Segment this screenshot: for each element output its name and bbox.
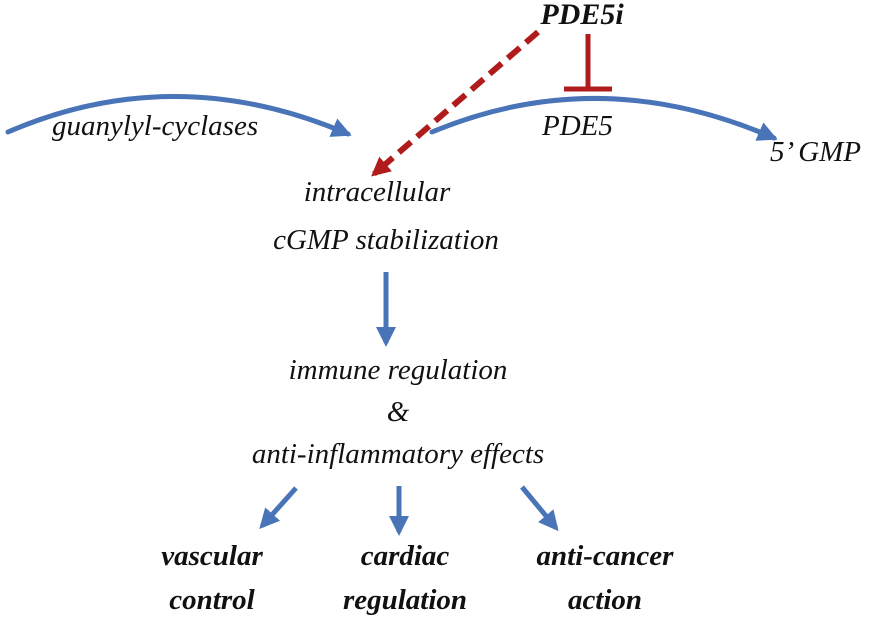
pde5i-dashed-arrow — [371, 29, 540, 177]
immune-label-line3: anti-inflammatory effects — [251, 438, 545, 470]
anticancer-label-line1: anti-cancer — [536, 540, 674, 572]
stabilization-label-line2: cGMP stabilization — [273, 224, 499, 256]
guanylyl-cyclases-label: guanylyl-cyclases — [52, 110, 259, 142]
cardiac-label-line1: cardiac — [360, 540, 450, 572]
pde5-curved-arrow — [429, 96, 778, 141]
immune-to-anticancer-arrow — [520, 485, 559, 532]
pde5i-label: PDE5i — [540, 0, 624, 31]
anticancer-label-line2: action — [567, 584, 643, 616]
immune-label-line2: & — [386, 396, 410, 428]
vascular-label-line1: vascular — [161, 540, 263, 572]
vascular-label-line2: control — [169, 584, 255, 616]
five-gmp-label: 5’ GMP — [770, 136, 862, 168]
immune-to-vascular-arrow — [259, 486, 298, 529]
cardiac-label-line2: regulation — [342, 584, 468, 616]
pde5-label: PDE5 — [542, 110, 613, 142]
immune-label-line1: immune regulation — [288, 354, 508, 386]
stabilization-label-line1: intracellular — [303, 176, 451, 208]
guanylyl-cyclases-curved-arrow — [5, 94, 352, 137]
